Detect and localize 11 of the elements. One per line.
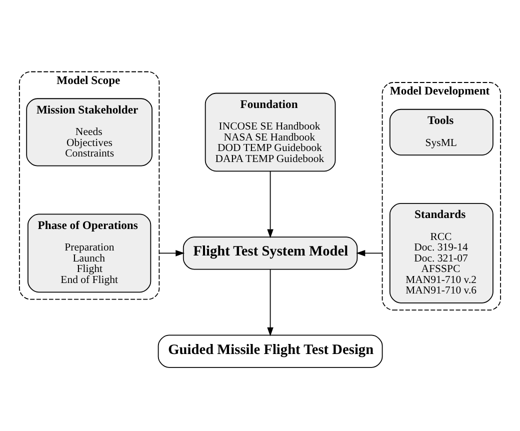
node-box: Flight Test System Model: [182, 236, 358, 270]
arrow: [356, 250, 383, 256]
node-box: Foundation INCOSE SE Handbook NASA SE Handbook DOD TEMP Guidebook DAPA TEMP Guidebook: [204, 92, 336, 172]
node-box: Mission Stakeholder Needs Objectives Constraints: [26, 98, 152, 166]
arrow: [267, 170, 274, 238]
node-box: Guided Missile Flight Test Design: [158, 334, 383, 368]
node-box: Standards RCC Doc. 319-14 Doc. 321-07 AFSSPC MAN91-710 v.2 MAN91-710 v.6: [389, 202, 494, 303]
arrow: [267, 268, 274, 336]
arrow: [158, 250, 185, 256]
node-box: Phase of Operations Preparation Launch Flight End of Flight: [28, 213, 152, 292]
node-box: Tools SysML: [389, 108, 494, 156]
